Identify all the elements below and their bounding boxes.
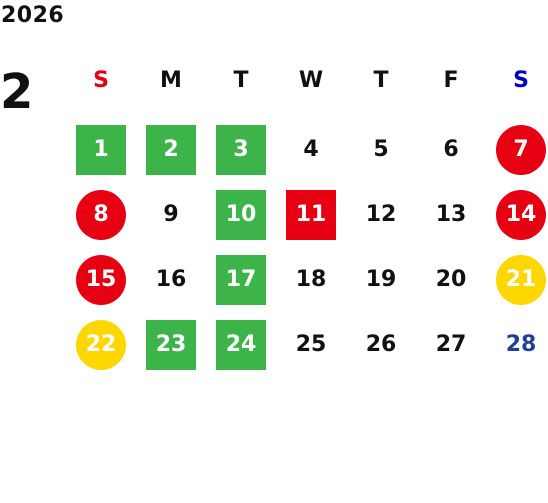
weekday-label: S [513,68,529,93]
day-cell[interactable]: 2 [136,118,206,183]
weekday-label: W [298,68,324,93]
day-number-green-square: 2 [146,125,196,175]
day-number-green-square: 24 [216,320,266,370]
day-cell[interactable]: 18 [276,248,346,313]
day-number: 5 [373,137,389,162]
day-cell[interactable]: 9 [136,183,206,248]
day-number-red-circle: 15 [76,255,126,305]
day-number-red-square: 11 [286,190,336,240]
day-cell[interactable]: 3 [206,118,276,183]
day-cell[interactable]: 8 [66,183,136,248]
day-cell[interactable]: 26 [346,313,416,378]
day-cell[interactable]: 24 [206,313,276,378]
day-number-red-circle: 8 [76,190,126,240]
day-number-green-square: 3 [216,125,266,175]
day-number-green-square: 10 [216,190,266,240]
day-number-green-square: 17 [216,255,266,305]
day-number: 27 [435,332,467,357]
day-number-red-circle: 14 [496,190,546,240]
day-cell[interactable]: 1 [66,118,136,183]
day-cell[interactable]: 27 [416,313,486,378]
day-cell[interactable]: 13 [416,183,486,248]
day-cell[interactable]: 10 [206,183,276,248]
year-label: 2026 [1,3,65,28]
day-number: 13 [435,202,467,227]
day-number: 19 [365,267,397,292]
day-number-green-square: 23 [146,320,196,370]
day-cell[interactable]: 25 [276,313,346,378]
day-cell[interactable]: 4 [276,118,346,183]
day-number: 6 [443,137,459,162]
day-number-yellow-circle: 22 [76,320,126,370]
day-cell[interactable]: 12 [346,183,416,248]
day-cell[interactable]: 19 [346,248,416,313]
day-number: 16 [155,267,187,292]
day-number: 18 [295,267,327,292]
day-cell[interactable]: 20 [416,248,486,313]
weekday-label: S [93,68,109,93]
day-cell[interactable]: 16 [136,248,206,313]
day-cell[interactable]: 11 [276,183,346,248]
day-number: 28 [505,332,537,357]
day-number: 20 [435,267,467,292]
weekday-label: T [233,68,249,93]
weekday-label: F [443,68,459,93]
day-number: 4 [303,137,319,162]
month-number: 2 [0,64,34,120]
day-number: 9 [163,202,179,227]
weekday-label: M [160,68,182,93]
day-cell[interactable]: 28 [486,313,548,378]
day-cell[interactable]: 15 [66,248,136,313]
day-number-green-square: 1 [76,125,126,175]
day-cell[interactable]: 21 [486,248,548,313]
day-number-yellow-circle: 21 [496,255,546,305]
day-cell[interactable]: 14 [486,183,548,248]
day-cell[interactable]: 5 [346,118,416,183]
day-cell[interactable]: 23 [136,313,206,378]
day-number: 26 [365,332,397,357]
day-number: 12 [365,202,397,227]
day-cell[interactable]: 22 [66,313,136,378]
weekday-label: T [373,68,389,93]
day-cell[interactable]: 6 [416,118,486,183]
day-cell[interactable]: 17 [206,248,276,313]
day-number: 25 [295,332,327,357]
day-cell[interactable]: 7 [486,118,548,183]
day-number-red-circle: 7 [496,125,546,175]
